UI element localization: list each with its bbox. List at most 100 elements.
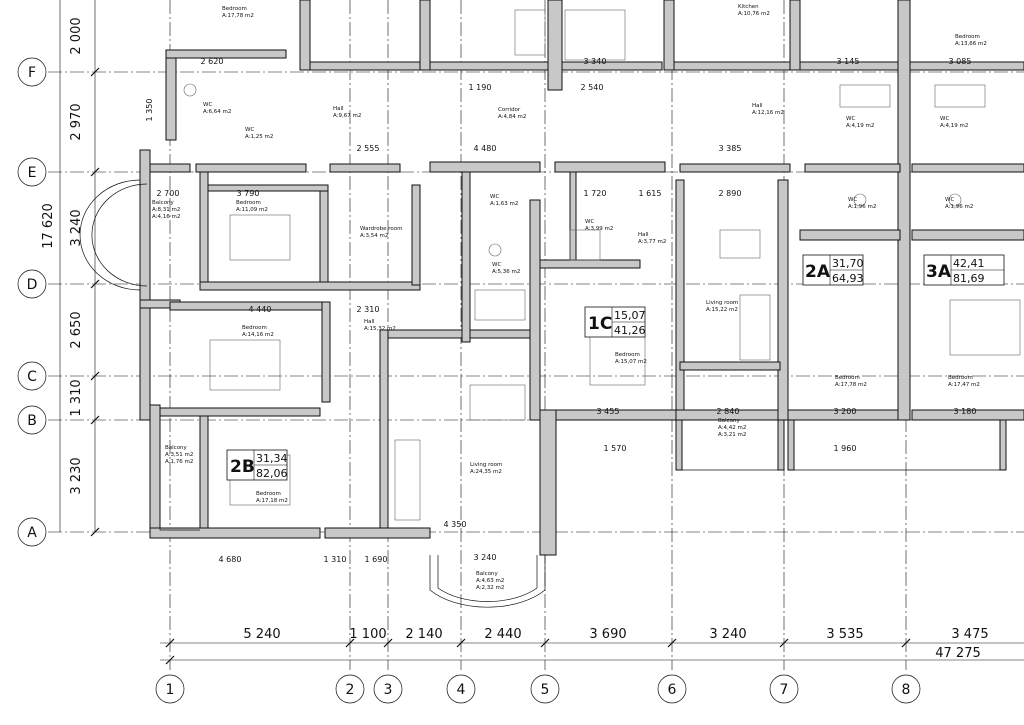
- left-span-f: 2 000: [69, 17, 84, 54]
- dim-text: 2 840: [717, 407, 740, 416]
- room-area: A:8,31 m2: [152, 207, 180, 213]
- room-name: Bedroom: [948, 375, 973, 381]
- room-area: A:10,76 m2: [738, 11, 770, 17]
- axis-bubble: [769, 674, 799, 704]
- bed: [949, 299, 1021, 356]
- room-area: A:11,09 m2: [236, 207, 268, 213]
- dim-text: 3 085: [949, 57, 972, 66]
- room-subarea: A:2,32 m2: [476, 585, 504, 591]
- dim-tick: [901, 638, 911, 648]
- dim-text: 1 350: [145, 99, 154, 122]
- unit-code: 1C: [588, 314, 612, 334]
- unit-code: 3A: [926, 262, 952, 282]
- wall: [675, 419, 683, 471]
- dim-text: 2 310: [357, 305, 380, 314]
- unit-total-area: 81,69: [953, 272, 985, 285]
- bathtub: [934, 84, 986, 108]
- dim-text: 2 555: [357, 144, 380, 153]
- axis-label-4: 4: [457, 682, 466, 698]
- bottom-span-5-6: 3 690: [589, 627, 626, 642]
- unit-tags: 2B 31,34 82,06 1C 15,07 41,26 2A 31,70 6…: [226, 254, 1005, 481]
- wall: [909, 61, 1024, 71]
- room-name: WC: [245, 127, 254, 133]
- bed: [209, 339, 281, 391]
- room-area: A:4,84 m2: [498, 114, 526, 120]
- axis-bubble: [335, 674, 365, 704]
- wall: [199, 171, 209, 283]
- axis-bubble: [17, 157, 47, 187]
- room-area: A:4,19 m2: [940, 123, 968, 129]
- wall: [379, 329, 389, 529]
- room-area: A:17,18 m2: [256, 498, 288, 504]
- unit-total-area: 64,93: [832, 272, 864, 285]
- wall: [569, 171, 577, 263]
- room-name: Hall: [752, 103, 763, 109]
- room-area: A:14,16 m2: [242, 332, 274, 338]
- left-dimension-chain: 2 000 2 970 3 240 2 650 1 310 3 230 17 6…: [41, 0, 100, 537]
- room-name: WC: [848, 197, 857, 203]
- dim-tick: [90, 527, 100, 537]
- dim-text: 1 310: [324, 555, 347, 564]
- sofa: [394, 439, 421, 521]
- sofa: [739, 294, 771, 361]
- room-name: Hall: [333, 106, 344, 112]
- unit-living-area: 31,34: [256, 452, 288, 465]
- axis-bubble: [17, 517, 47, 547]
- room-area: A:15,07 m2: [615, 359, 647, 365]
- dim-text: 2 620: [201, 57, 224, 66]
- room-area: A:15,32 m2: [364, 326, 396, 332]
- room-labels: Bedroom A:17,78 m2 Kitchen A:10,76 m2 Be…: [152, 4, 987, 591]
- room-area: A:4,42 m2: [718, 425, 746, 431]
- room-name: Balcony: [152, 200, 175, 206]
- axis-label-3: 3: [384, 682, 393, 698]
- room-name: WC: [945, 197, 954, 203]
- room-area: A:13,66 m2: [955, 41, 987, 47]
- bottom-span-2-3: 1 100: [349, 627, 386, 642]
- wall: [139, 149, 151, 421]
- balcony-outlines: [79, 179, 1001, 608]
- dim-tick: [779, 638, 789, 648]
- room-name: Hall: [364, 319, 375, 325]
- wall: [309, 61, 431, 71]
- dim-text: 4 440: [249, 305, 272, 314]
- wall: [673, 61, 795, 71]
- unit-tag-2a: 2A 31,70 64,93: [802, 254, 864, 286]
- axis-label-1: 1: [166, 682, 175, 698]
- wall: [195, 163, 307, 173]
- unit-living-area: 42,41: [953, 257, 985, 270]
- dim-text: 1 615: [639, 189, 662, 198]
- room-area: A:3,51 m2: [165, 452, 193, 458]
- room-area: A:12,16 m2: [752, 110, 784, 116]
- unit-living-area: 31,70: [832, 257, 864, 270]
- dim-tick: [90, 67, 100, 77]
- axis-bubble: [17, 405, 47, 435]
- wall: [911, 229, 1024, 241]
- unit-total-area: 82,06: [256, 467, 288, 480]
- wall: [324, 527, 431, 539]
- dim-tick: [90, 371, 100, 381]
- wall: [999, 419, 1007, 471]
- room-area: A:5,36 m2: [492, 269, 520, 275]
- dim-text: 3 200: [834, 407, 857, 416]
- axis-label-e: E: [28, 165, 37, 181]
- wall: [539, 259, 641, 269]
- left-span-b: 1 310: [69, 379, 84, 416]
- axis-label-b: B: [27, 413, 37, 429]
- wall: [547, 0, 563, 91]
- dim-text: 3 340: [584, 57, 607, 66]
- unit-code: 2A: [805, 262, 831, 282]
- room-area: A:1,25 m2: [245, 134, 273, 140]
- left-span-d: 3 240: [69, 209, 84, 246]
- room-name: Kitchen: [738, 4, 759, 10]
- room-area: A:17,47 m2: [948, 382, 980, 388]
- room-name: WC: [203, 102, 212, 108]
- balcony-arc-west-inner: [91, 183, 148, 287]
- wall: [539, 409, 557, 556]
- column-axis-labels: 1 2 3 4 5 6 7 8: [155, 674, 921, 704]
- room-area: A:3,54 m2: [360, 233, 388, 239]
- wall: [787, 409, 899, 421]
- room-subarea: A:1,76 m2: [165, 459, 193, 465]
- wall: [777, 179, 789, 421]
- wall: [299, 0, 311, 71]
